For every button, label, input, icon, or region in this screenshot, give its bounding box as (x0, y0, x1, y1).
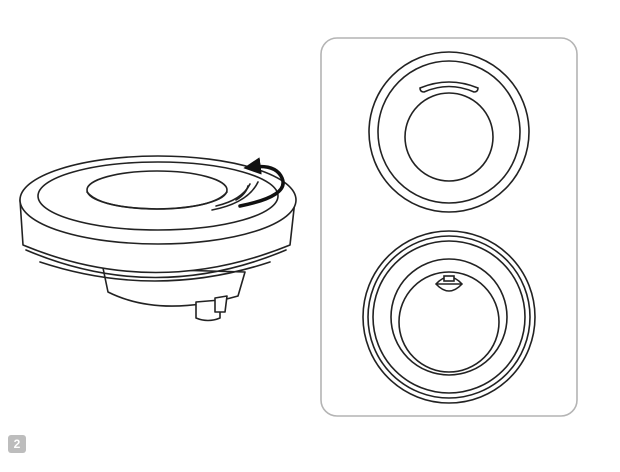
base-bottom-view (362, 230, 536, 404)
plug-connector (195, 299, 221, 322)
cover-top-view (368, 51, 530, 213)
device-lower-rim (25, 249, 287, 279)
grip-slot-inner (211, 181, 259, 211)
base-center (398, 271, 500, 373)
base-inner-ring (390, 258, 508, 376)
device-perspective-view (19, 155, 297, 322)
cover-center (404, 92, 494, 182)
plug-tab (214, 295, 228, 313)
device-center-button-rim (86, 191, 228, 210)
base-outer-ring-1 (362, 230, 536, 404)
base-outer-ring-2 (367, 235, 531, 399)
grip-slot-short (235, 185, 249, 201)
base-outer-ring-3 (372, 240, 526, 394)
step-number-badge: 2 (8, 435, 26, 453)
cover-slot (419, 81, 479, 93)
cover-outer-ring (368, 51, 530, 213)
device-base-rim (39, 261, 271, 282)
curved-arrow-icon (238, 157, 285, 208)
device-top-inner-ring (37, 161, 279, 231)
cover-inner-ring (377, 60, 521, 204)
